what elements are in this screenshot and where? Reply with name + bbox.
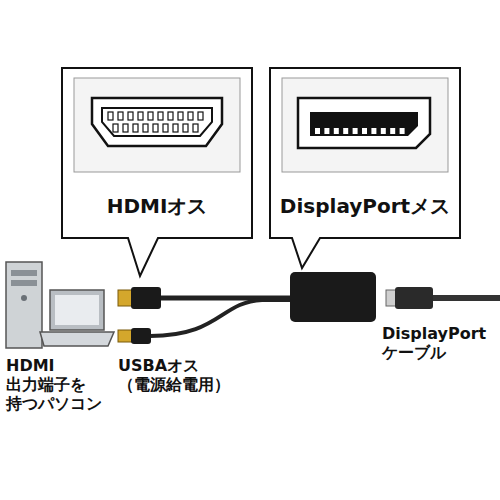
displayport-pin [315,128,320,134]
hdmi-pins [108,112,203,132]
hdmi-pin [143,124,148,132]
callout-box: DisplayPortメス [272,178,458,234]
hdmi-pin [193,124,198,132]
hdmi-pin [168,112,173,120]
detail-panel [74,78,240,172]
displayport-pin [381,128,386,134]
hdmi-pin [133,124,138,132]
hdmi-pin [158,112,163,120]
usb-plug-body [131,328,151,344]
adapter-box [290,272,376,322]
displayport-pin [353,128,358,134]
hdmi-pin [148,112,153,120]
displayport-pin [324,128,329,134]
hdmi-pin [178,112,183,120]
hdmi-pin [163,124,168,132]
displayport-pin [362,128,367,134]
displayport-pin [400,128,405,134]
hdmi-plug-metal [118,290,132,306]
displayport-pin [334,128,339,134]
usb-plug-metal [118,330,132,342]
hdmi-tongue [102,108,212,136]
part-label: USBAオス （電源給電用） [118,356,258,394]
hdmi-pin [173,124,178,132]
laptop-base [40,332,114,346]
part-label: HDMI 出力端子を 持つパソコン [6,356,118,414]
laptop-screen [50,290,104,330]
callout-box: HDMIオス [64,178,250,234]
hdmi-pin [188,112,193,120]
hdmi-pin [108,112,113,120]
pc-tower [6,262,42,348]
callout-label: DisplayPortメス [280,193,450,220]
displayport-pin [343,128,348,134]
hdmi-plug-body [131,287,161,309]
callout-outline [270,68,460,268]
displayport-pins [315,128,405,134]
displayport-plug-metal [386,290,396,306]
hdmi-pin [183,124,188,132]
usb-cable [150,300,292,336]
displayport-tongue [310,112,418,136]
callout-label: HDMIオス [107,193,208,220]
hdmi-pin [128,112,133,120]
laptop-display [55,295,99,325]
callout-outline [62,68,252,276]
displayport-plug-body [395,287,433,309]
hdmi-pin [118,112,123,120]
hdmi-pin [138,112,143,120]
hdmi-pin [113,124,118,132]
hdmi-pin [153,124,158,132]
detail-panel [282,78,448,172]
displayport-pin [371,128,376,134]
hdmi-pin [198,112,203,120]
power-button [21,295,27,301]
part-label: DisplayPort ケーブル [382,324,494,362]
hdmi-connector [92,98,222,146]
displayport-pin [390,128,395,134]
drive-bay [11,270,37,276]
drive-bay [11,280,37,286]
displayport-connector [298,98,430,148]
hdmi-pin [123,124,128,132]
displayport-cable [432,295,500,301]
